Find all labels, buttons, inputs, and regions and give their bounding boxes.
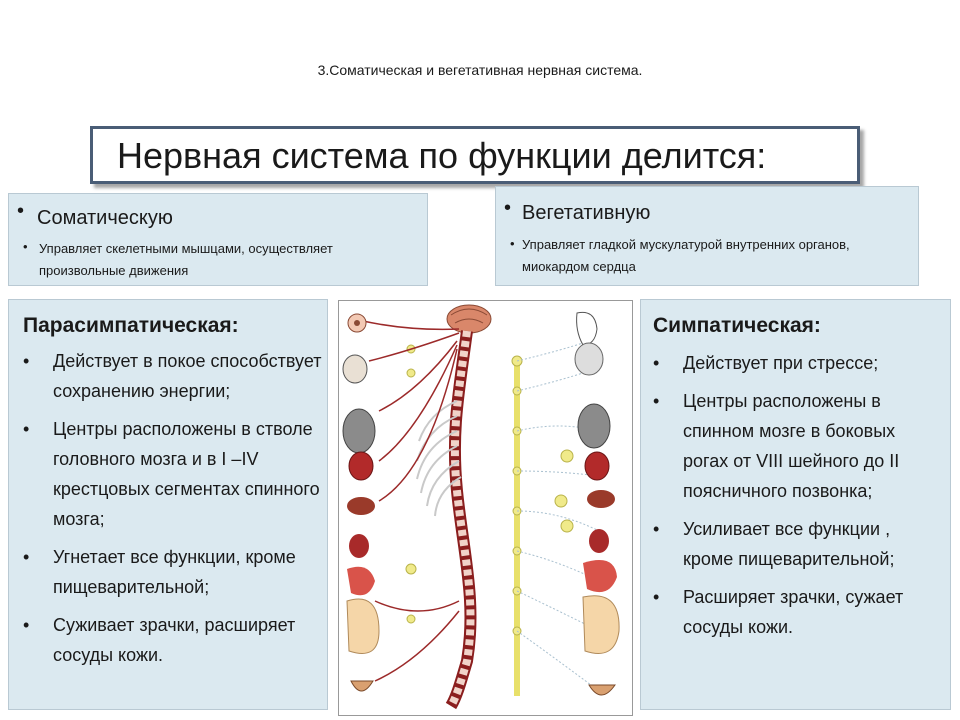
list-item: Суживает зрачки, расширяет сосуды кожи. — [23, 610, 323, 670]
slide-subtitle: 3.Соматическая и вегетативная нервная си… — [317, 62, 643, 78]
slide-title: Нервная система по функции делится: — [117, 135, 767, 176]
spine-icon — [445, 330, 477, 710]
list-item: Центры расположены в стволе головного мо… — [23, 414, 323, 534]
nervous-system-diagram — [338, 300, 633, 716]
list-item: Угнетает все функции, кроме пищеваритель… — [23, 542, 323, 602]
somatic-description: Управляет скелетными мышцами, осуществля… — [39, 241, 333, 278]
sympathetic-box: Симпатическая: Действует при стрессе; Це… — [640, 299, 951, 710]
bullet-icon: • — [17, 200, 25, 222]
sympathetic-list: Действует при стрессе; Центры расположен… — [653, 348, 945, 650]
parasympathetic-list: Действует в покое способствует сохранени… — [23, 346, 323, 678]
list-item: Действует в покое способствует сохранени… — [23, 346, 323, 406]
ribs-icon — [416, 400, 462, 517]
list-item: Расширяет зрачки, сужает сосуды кожи. — [653, 582, 945, 642]
somatic-box: • Соматическую • Управляет скелетными мы… — [8, 193, 428, 286]
vegetative-box: • Вегетативную • Управляет гладкой муску… — [495, 186, 919, 286]
parasympathetic-box: Парасимпатическая: Действует в покое спо… — [8, 299, 328, 710]
bullet-icon: • — [504, 197, 512, 219]
parasympathetic-heading: Парасимпатическая: — [23, 314, 239, 337]
bullet-icon: • — [23, 239, 28, 254]
list-item: Усиливает все функции , кроме пищеварите… — [653, 514, 945, 574]
bullet-icon: • — [510, 236, 515, 251]
somatic-heading: Соматическую — [37, 207, 173, 229]
sympathetic-heading: Симпатическая: — [653, 314, 821, 337]
list-item: Действует при стрессе; — [653, 348, 945, 378]
list-item: Центры расположены в спинном мозге в бок… — [653, 386, 945, 506]
vegetative-heading: Вегетативную — [522, 202, 651, 224]
organs-right-icon — [574, 311, 620, 696]
vegetative-description: Управляет гладкой мускулатурой внутренни… — [522, 237, 850, 274]
organs-left-icon — [342, 313, 380, 692]
title-box: Нервная система по функции делится: — [90, 126, 860, 184]
